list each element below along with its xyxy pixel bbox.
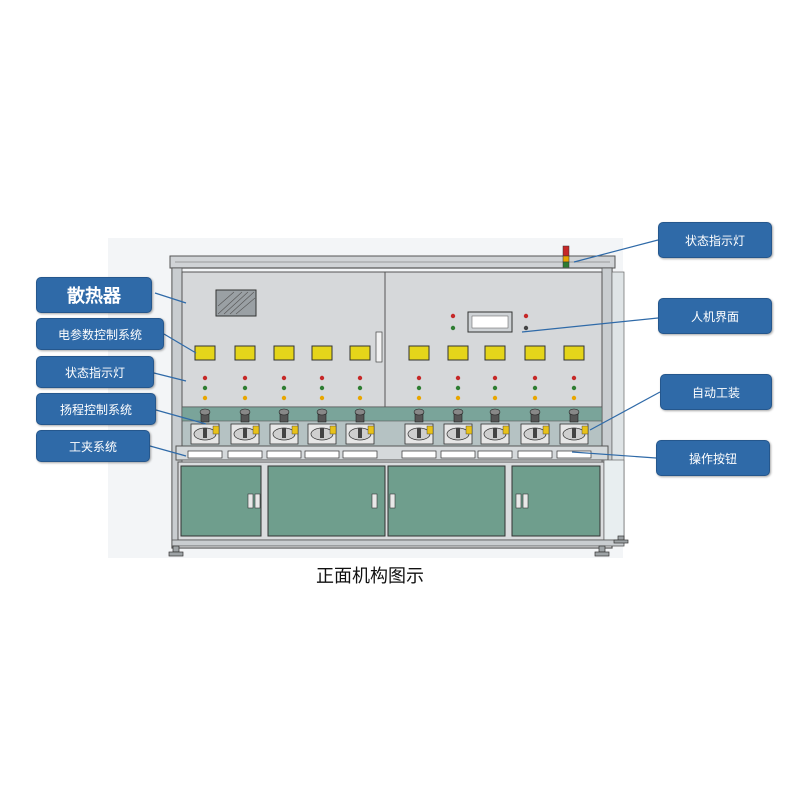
indicator-lamp bbox=[416, 385, 422, 391]
indicator-lamp bbox=[242, 395, 248, 401]
indicator-lamp bbox=[532, 385, 538, 391]
indicator-lamp bbox=[202, 375, 208, 381]
indicator-lamp bbox=[455, 395, 461, 401]
indicator-lamp bbox=[281, 375, 287, 381]
meter-display bbox=[234, 345, 256, 361]
indicator-lamp bbox=[242, 385, 248, 391]
upper-panel-right bbox=[384, 271, 603, 408]
indicator-lamp bbox=[455, 375, 461, 381]
indicator-lamp bbox=[571, 375, 577, 381]
test-station bbox=[190, 408, 220, 445]
indicator-lamp bbox=[319, 385, 325, 391]
leveling-feet bbox=[168, 535, 629, 557]
indicator-lamp bbox=[202, 395, 208, 401]
meter-display bbox=[524, 345, 546, 361]
cabinet-door-3 bbox=[387, 465, 506, 537]
callout-operation-buttons: 操作按钮 bbox=[656, 440, 770, 476]
leader-lines bbox=[149, 239, 661, 459]
meter-display bbox=[563, 345, 585, 361]
test-station bbox=[345, 408, 375, 445]
indicator-lamp bbox=[492, 385, 498, 391]
callout-status-lamp-right: 状态指示灯 bbox=[658, 222, 772, 258]
callout-radiator: 散热器 bbox=[36, 277, 152, 313]
signal-tower-icon bbox=[562, 245, 570, 257]
callout-auto-fixture: 自动工装 bbox=[660, 374, 772, 410]
meter-display bbox=[484, 345, 506, 361]
cabinet-door-1 bbox=[180, 465, 262, 537]
door-handle bbox=[375, 331, 383, 363]
indicator-lamp bbox=[357, 375, 363, 381]
callout-hmi: 人机界面 bbox=[658, 298, 772, 334]
figure-caption: 正面机构图示 bbox=[316, 566, 424, 587]
indicator-lamp bbox=[281, 395, 287, 401]
meter-display bbox=[311, 345, 333, 361]
indicator-lamp bbox=[357, 385, 363, 391]
meter-display bbox=[447, 345, 469, 361]
indicator-lamp bbox=[281, 385, 287, 391]
callout-head-control: 扬程控制系统 bbox=[36, 393, 156, 425]
indicator-lamp bbox=[202, 385, 208, 391]
meter-display bbox=[408, 345, 430, 361]
test-station bbox=[404, 408, 434, 445]
test-station bbox=[480, 408, 510, 445]
meter-display bbox=[194, 345, 216, 361]
cabinet-door-2 bbox=[267, 465, 386, 537]
indicator-lamp bbox=[416, 375, 422, 381]
indicator-lamp bbox=[492, 395, 498, 401]
test-stations bbox=[190, 408, 589, 445]
callout-status-lamp-left: 状态指示灯 bbox=[36, 356, 154, 388]
indicator-lamp bbox=[571, 395, 577, 401]
test-station bbox=[443, 408, 473, 445]
indicator-lamp bbox=[492, 375, 498, 381]
indicator-lamps bbox=[202, 375, 577, 401]
test-station bbox=[269, 408, 299, 445]
indicator-lamp bbox=[571, 385, 577, 391]
indicator-lamp bbox=[416, 395, 422, 401]
indicator-lamp bbox=[532, 395, 538, 401]
indicator-lamp bbox=[532, 375, 538, 381]
indicator-lamp bbox=[455, 385, 461, 391]
callout-electric-param-control: 电参数控制系统 bbox=[36, 318, 164, 350]
indicator-lamp bbox=[242, 375, 248, 381]
meter-display bbox=[273, 345, 295, 361]
meter-displays bbox=[194, 345, 585, 361]
indicator-lamp bbox=[319, 395, 325, 401]
test-station bbox=[520, 408, 550, 445]
test-station bbox=[230, 408, 260, 445]
meter-display bbox=[349, 345, 371, 361]
test-station bbox=[307, 408, 337, 445]
test-station bbox=[559, 408, 589, 445]
callout-fixture-system: 工夹系统 bbox=[36, 430, 150, 462]
indicator-lamp bbox=[319, 375, 325, 381]
indicator-lamp bbox=[357, 395, 363, 401]
